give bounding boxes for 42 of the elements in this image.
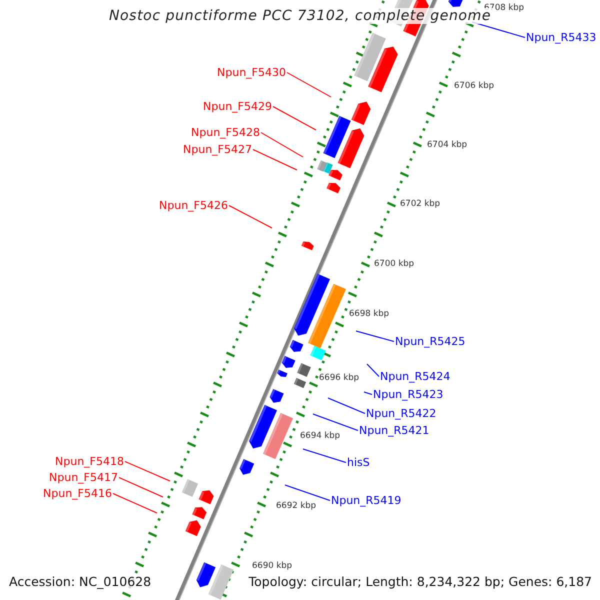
leader-line bbox=[118, 477, 164, 498]
scale-label: 6698 kbp bbox=[349, 309, 390, 320]
leader-line bbox=[284, 484, 330, 501]
genome-summary: Topology: circular; Length: 8,234,322 bp; Genes: 6,187 bbox=[248, 574, 592, 589]
gene-label: Npun_F5426 bbox=[159, 199, 228, 212]
scale-label: 6702 kbp bbox=[400, 199, 440, 210]
gene-label: Npun_F5417 bbox=[49, 471, 118, 484]
scale-label: 6696 kbp bbox=[319, 373, 360, 384]
leader-line bbox=[260, 132, 304, 158]
leader-line bbox=[272, 106, 316, 130]
gene-label: Npun_R5419 bbox=[331, 494, 402, 507]
leader-line bbox=[366, 364, 380, 377]
gene-label: Npun_R5424 bbox=[380, 370, 450, 383]
gene-label: Npun_F5416 bbox=[43, 487, 112, 500]
leader-line bbox=[356, 330, 394, 342]
gene-label: Npun_F5428 bbox=[191, 126, 260, 139]
leader-line bbox=[112, 493, 158, 514]
gene-label: Npun_F5427 bbox=[183, 143, 252, 156]
leader-line bbox=[302, 448, 346, 463]
accession-label: Accession: NC_010628 bbox=[9, 574, 152, 589]
gene-label: Npun_R5421 bbox=[359, 424, 430, 437]
leader-line bbox=[228, 205, 272, 228]
gene-label: Npun_F5430 bbox=[217, 66, 286, 79]
scale-label: 6690 kbp bbox=[252, 561, 292, 572]
leader-line bbox=[364, 392, 372, 395]
gene-label: hisS bbox=[347, 456, 370, 469]
gene-label: Npun_R5422 bbox=[366, 407, 436, 420]
scale-label: 6704 kbp bbox=[427, 140, 468, 151]
scale-label: 6706 kbp bbox=[454, 81, 494, 92]
gene-label: Npun_F5418 bbox=[55, 455, 124, 468]
gene-label: Npun_R5433 bbox=[526, 31, 596, 44]
gene-label: Npun_R5425 bbox=[395, 335, 466, 348]
leader-line bbox=[328, 398, 366, 414]
leader-line bbox=[312, 414, 358, 431]
scale-label: 6694 kbp bbox=[300, 431, 340, 442]
gene-label: Npun_R5423 bbox=[373, 388, 444, 401]
leader-line bbox=[124, 461, 170, 482]
leader-line bbox=[286, 72, 332, 98]
leader-line bbox=[252, 149, 298, 170]
gene-label: Npun_F5429 bbox=[203, 100, 272, 113]
scale-label: 6692 kbp bbox=[276, 501, 316, 512]
scale-label: 6700 kbp bbox=[374, 259, 414, 270]
